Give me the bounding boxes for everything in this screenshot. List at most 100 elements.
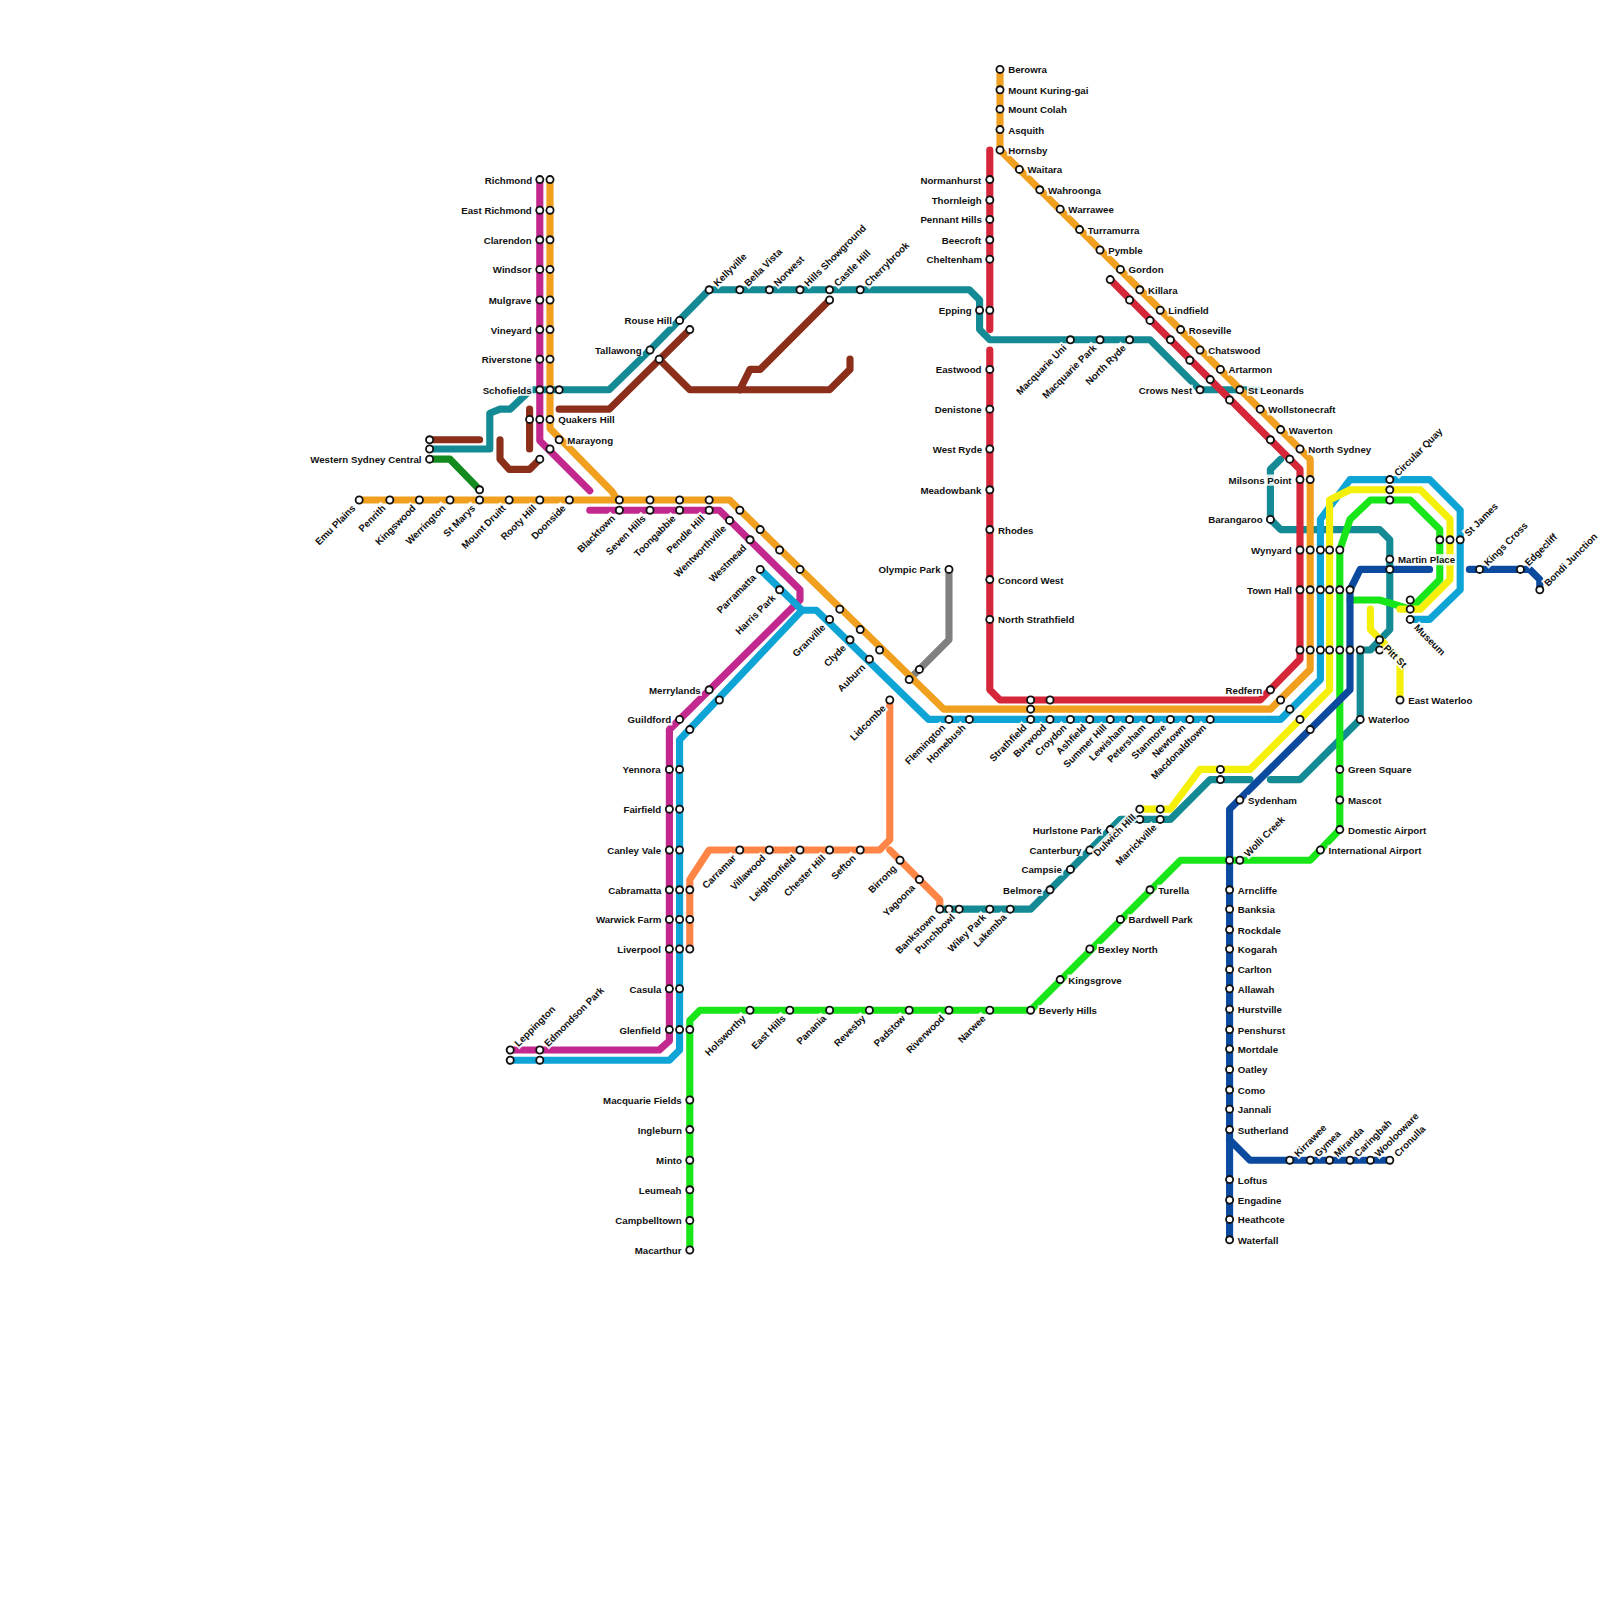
station-label: Beverly Hills (1038, 1005, 1098, 1016)
station-label: Arncliffe (1237, 884, 1278, 895)
station-marker (666, 1026, 673, 1033)
station-marker (1186, 716, 1193, 723)
rail-line (430, 459, 480, 490)
rail-line (1230, 569, 1430, 1239)
station-label: Emu Plains (312, 501, 358, 547)
station-marker (676, 806, 683, 813)
station-marker (945, 716, 952, 723)
station-marker (666, 985, 673, 992)
station-marker (866, 656, 873, 663)
station-marker (686, 1126, 693, 1133)
station-marker (906, 676, 913, 683)
station-label: Fairfield (622, 804, 662, 815)
station-label: Canterbury (1029, 844, 1083, 855)
station-marker (986, 176, 993, 183)
station-label: Guildford (627, 714, 673, 725)
station-marker (1386, 1157, 1393, 1164)
station-label: Clyde (821, 641, 849, 669)
station-label: Bardwell Park (1128, 914, 1194, 925)
station-marker (1067, 336, 1074, 343)
station-marker (616, 496, 623, 503)
station-marker (776, 586, 783, 593)
station-marker (986, 236, 993, 243)
station-marker (536, 207, 543, 214)
station-label: Hurlstone Park (1032, 824, 1103, 835)
station-marker (666, 806, 673, 813)
station-label: Quakers Hill (557, 414, 616, 425)
station-marker (536, 326, 543, 333)
station-marker (686, 945, 693, 952)
station-marker (826, 846, 833, 853)
station-marker (1196, 346, 1203, 353)
station-label: Killara (1147, 284, 1179, 295)
station-label: Oatley (1237, 1064, 1269, 1075)
station-label: Mascot (1347, 794, 1382, 805)
station-marker (1027, 696, 1034, 703)
station-marker (446, 496, 453, 503)
station-label: Penshurst (1237, 1024, 1286, 1035)
station-marker (1236, 796, 1243, 803)
station-marker (676, 945, 683, 952)
station-marker (1257, 406, 1264, 413)
station-marker (536, 456, 543, 463)
station-label: Merrylands (648, 684, 702, 695)
station-label: Domestic Airport (1347, 824, 1427, 835)
station-marker (1226, 857, 1233, 864)
station-marker (676, 496, 683, 503)
station-marker (536, 266, 543, 273)
station-label: Rouse Hill (623, 315, 672, 326)
station-marker (1296, 586, 1303, 593)
station-marker (546, 386, 553, 393)
rail-line (986, 150, 993, 330)
station-marker (1307, 586, 1314, 593)
station-marker (1336, 766, 1343, 773)
station-label: West Ryde (932, 443, 983, 454)
station-label: Redfern (1224, 684, 1263, 695)
station-label: Como (1237, 1084, 1267, 1095)
station-label: Waterfall (1237, 1234, 1280, 1245)
station-label: Berowra (1007, 64, 1048, 75)
station-marker (536, 356, 543, 363)
station-marker (566, 496, 573, 503)
station-marker (896, 857, 903, 864)
station-label: Waitara (1027, 164, 1064, 175)
station-label: Mortdale (1237, 1043, 1279, 1054)
station-marker (736, 507, 743, 514)
station-marker (986, 1007, 993, 1014)
station-marker (826, 286, 833, 293)
station-marker (996, 66, 1003, 73)
station-label: Heathcote (1237, 1214, 1286, 1225)
station-marker (1296, 476, 1303, 483)
station-marker (1277, 426, 1284, 433)
station-marker (866, 1007, 873, 1014)
station-marker (1157, 307, 1164, 314)
station-label: Rhodes (997, 524, 1035, 535)
station-marker (546, 266, 553, 273)
station-marker (556, 436, 563, 443)
station-marker (1267, 516, 1274, 523)
station-label: Asquith (1007, 124, 1045, 135)
station-marker (1027, 1007, 1034, 1014)
station-marker (1326, 586, 1333, 593)
station-marker (886, 696, 893, 703)
station-marker (1346, 1157, 1353, 1164)
station-marker (1076, 226, 1083, 233)
station-marker (1386, 566, 1393, 573)
station-marker (686, 916, 693, 923)
station-label: Crows Nest (1138, 384, 1193, 395)
station-label: St Leonards (1247, 384, 1305, 395)
station-marker (976, 307, 983, 314)
station-label: Wynyard (1250, 544, 1293, 555)
station-marker (686, 1217, 693, 1224)
station-marker (646, 496, 653, 503)
station-label: Museum (1411, 621, 1448, 658)
station-marker (1157, 816, 1164, 823)
station-marker (706, 686, 713, 693)
station-label: International Airport (1328, 844, 1423, 855)
station-label: Green Square (1347, 764, 1413, 775)
station-label: Chatswood (1207, 344, 1261, 355)
station-marker (1067, 716, 1074, 723)
station-marker (666, 766, 673, 773)
station-marker (546, 236, 553, 243)
station-marker (826, 296, 833, 303)
